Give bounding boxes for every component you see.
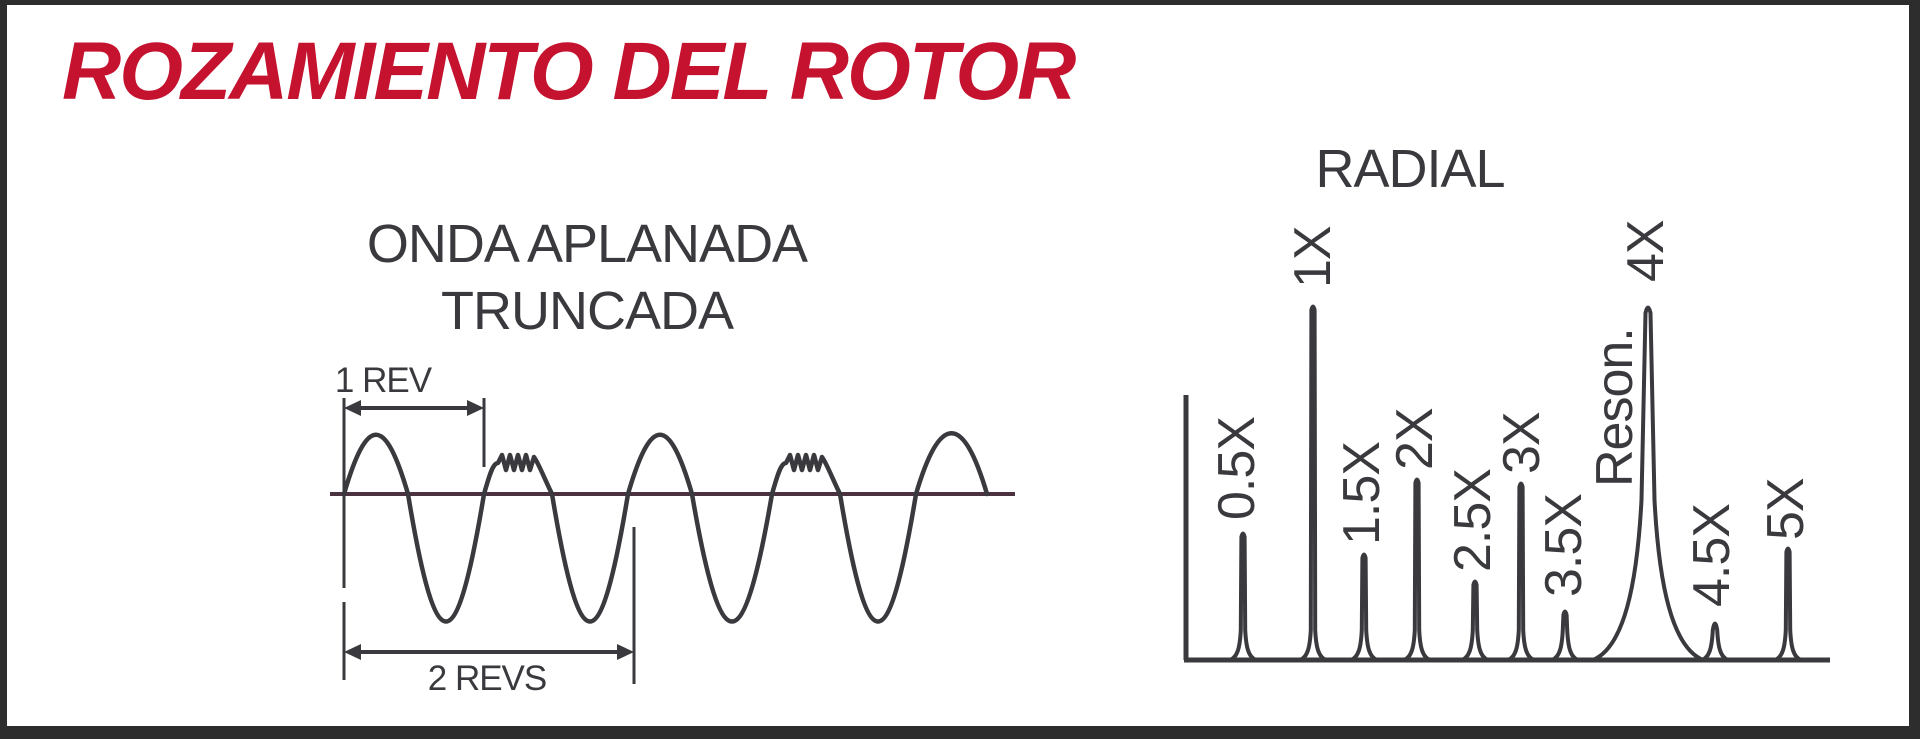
- spectrum-peak-label-4x: 4X: [1617, 220, 1675, 282]
- spectrum-peak-05x: [1229, 531, 1257, 662]
- spectrum-peaks-group: [1229, 304, 1802, 662]
- page-title: ROZAMIENTO DEL ROTOR: [62, 26, 1076, 117]
- spectrum-peak-label-45x: 4.5X: [1683, 504, 1741, 607]
- waveform-heading: ONDA APLANADA TRUNCADA: [277, 211, 897, 345]
- spectrum-peak-label-25x: 2.5X: [1444, 469, 1502, 572]
- spectrum-peak-label-5x: 5X: [1757, 478, 1815, 540]
- spectrum-peak-4x: [1592, 305, 1704, 662]
- spectrum-peak-label-15x: 1.5X: [1333, 442, 1391, 545]
- truncated-waveform-figure: 1 REV 2 REVS: [330, 361, 1015, 698]
- spectrum-peak-2x: [1403, 477, 1431, 662]
- rev2-arrowhead-left-icon: [344, 644, 361, 660]
- rev1-arrowhead-left-icon: [344, 400, 361, 416]
- spectrum-title: RADIAL: [1315, 139, 1505, 199]
- rev1-annotation: 1 REV: [335, 361, 433, 400]
- spectrum-axes: [1183, 395, 1830, 663]
- spectrum-peak-3x: [1507, 481, 1535, 662]
- waveform-heading-line1: ONDA APLANADA: [366, 214, 808, 274]
- waveform-heading-line2: TRUNCADA: [440, 280, 734, 341]
- rev2-arrowhead-right-icon: [617, 644, 634, 660]
- spectrum-peak-label-05x: 0.5X: [1208, 417, 1266, 520]
- spectrum-peak-label-1x: 1X: [1284, 226, 1342, 288]
- spectrum-peak-15x: [1350, 552, 1378, 662]
- spectrum-peak-35x: [1551, 609, 1579, 662]
- spectrum-peak-25x: [1461, 579, 1489, 662]
- spectrum-peak-label-2x: 2X: [1386, 408, 1444, 470]
- spectrum-peak-label-3x: 3X: [1493, 412, 1551, 474]
- spectrum-peak-5x: [1774, 546, 1802, 662]
- rev1-arrowhead-right-icon: [467, 400, 484, 416]
- spectrum-peak-label-35x: 3.5X: [1535, 494, 1593, 597]
- spectrum-peak-1x: [1299, 304, 1327, 662]
- rev2-annotation: 2 REVS: [428, 659, 547, 698]
- spectrum-peak-label-reson: Reson.: [1586, 328, 1644, 487]
- spectrum-peak-45x: [1701, 621, 1729, 662]
- waveform-trace: [341, 431, 990, 624]
